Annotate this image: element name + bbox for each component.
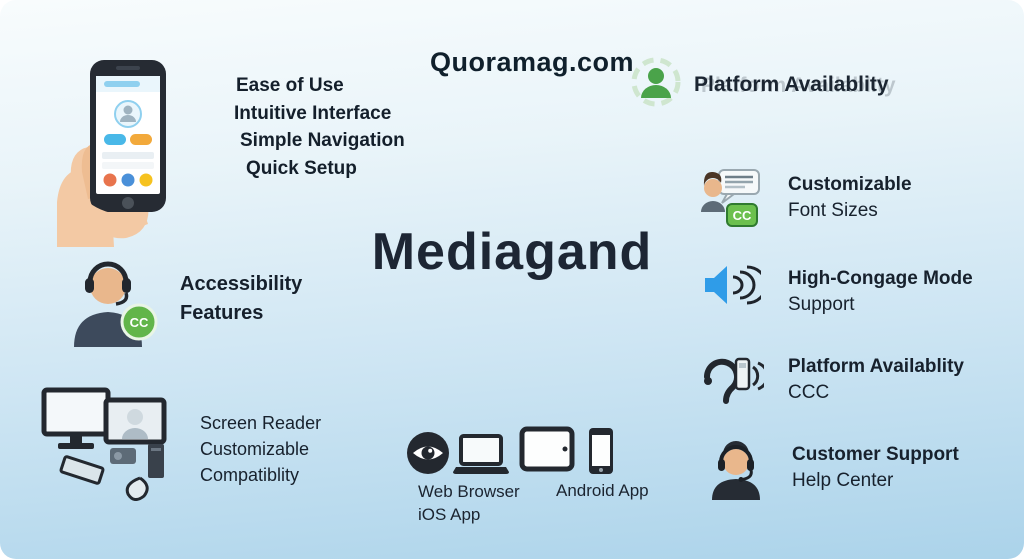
- text-line: Web Browser: [418, 482, 520, 501]
- text-line: Compatiblity: [200, 465, 300, 485]
- text-line: Android App: [556, 481, 649, 500]
- platform-availability-label: Platform Availablity: [694, 72, 889, 96]
- screen-reader-text-block: Screen Reader Customizable Compatiblity: [200, 410, 321, 488]
- feature-text: High-Congage Mode Support: [788, 262, 973, 318]
- text-line: High-Congage Mode: [788, 268, 973, 289]
- text-line: Quick Setup: [246, 157, 357, 179]
- accessibility-illustration: CC: [66, 252, 166, 352]
- android-app-label: Android App: [556, 481, 649, 501]
- text-line: Accessibility: [180, 273, 303, 295]
- person-circle-icon: [630, 56, 682, 113]
- text-line: Simple Navigation: [240, 130, 405, 151]
- text-line: Customer Support: [792, 444, 959, 465]
- text-line: Ease of Use: [236, 75, 344, 96]
- feature-platform-availability: Platform Availablity CCC: [696, 350, 964, 408]
- desktop-computers-icon: [41, 387, 167, 501]
- hearing-aid-icon: [696, 350, 768, 408]
- text-line: iOS App: [418, 505, 481, 524]
- feature-text: Customer Support Help Center: [792, 438, 959, 494]
- text-line: Intuitive Interface: [234, 102, 392, 124]
- web-browser-label: Web Browser iOS App: [418, 480, 520, 526]
- feature-customer-support: Customer Support Help Center: [700, 438, 959, 500]
- text-line: Screen Reader: [200, 413, 322, 433]
- feature-customizable-font-sizes: CC Customizable Font Sizes: [696, 168, 912, 234]
- feature-high-contrast-mode: High-Congage Mode Support: [696, 262, 973, 318]
- text-line: Customizable: [200, 439, 310, 459]
- site-title: Quoramag.com: [430, 47, 635, 77]
- feature-text: Platform Availablity CCC: [788, 350, 964, 406]
- text-line: Customizable: [788, 174, 912, 195]
- cc-badge-text: CC: [733, 208, 752, 223]
- screen-reader-illustration: [40, 386, 180, 506]
- text-line: Platform Availablity: [788, 356, 964, 377]
- text-line: Support: [788, 294, 855, 315]
- support-agent-icon: [700, 438, 772, 500]
- cc-badge-text: CC: [130, 315, 149, 330]
- text-line: CCC: [788, 382, 830, 403]
- smartphone-icon: [57, 60, 166, 247]
- feature-text: Customizable Font Sizes: [788, 168, 912, 224]
- laptop-icon: [452, 433, 510, 480]
- ease-of-use-text-block: Ease of Use Intuitive Interface Simple N…: [234, 72, 405, 182]
- tablet-icon: [519, 426, 575, 477]
- text-line: Help Center: [792, 470, 894, 491]
- headset-person-cc-icon: CC: [74, 261, 158, 347]
- eye-icon: [405, 430, 451, 481]
- phone-in-hand-illustration: [52, 52, 182, 252]
- text-line: Features: [180, 302, 264, 324]
- speaker-icon: [696, 262, 768, 308]
- accessibility-text-block: Accessibility Features: [180, 270, 302, 328]
- smartphone-small-icon: [586, 426, 616, 481]
- platform-availability-header: Platform Availablity: [630, 56, 889, 113]
- text-line: Font Sizes: [788, 200, 878, 221]
- cc-speech-bubble-icon: CC: [696, 168, 768, 234]
- main-title: Mediagand: [371, 223, 653, 281]
